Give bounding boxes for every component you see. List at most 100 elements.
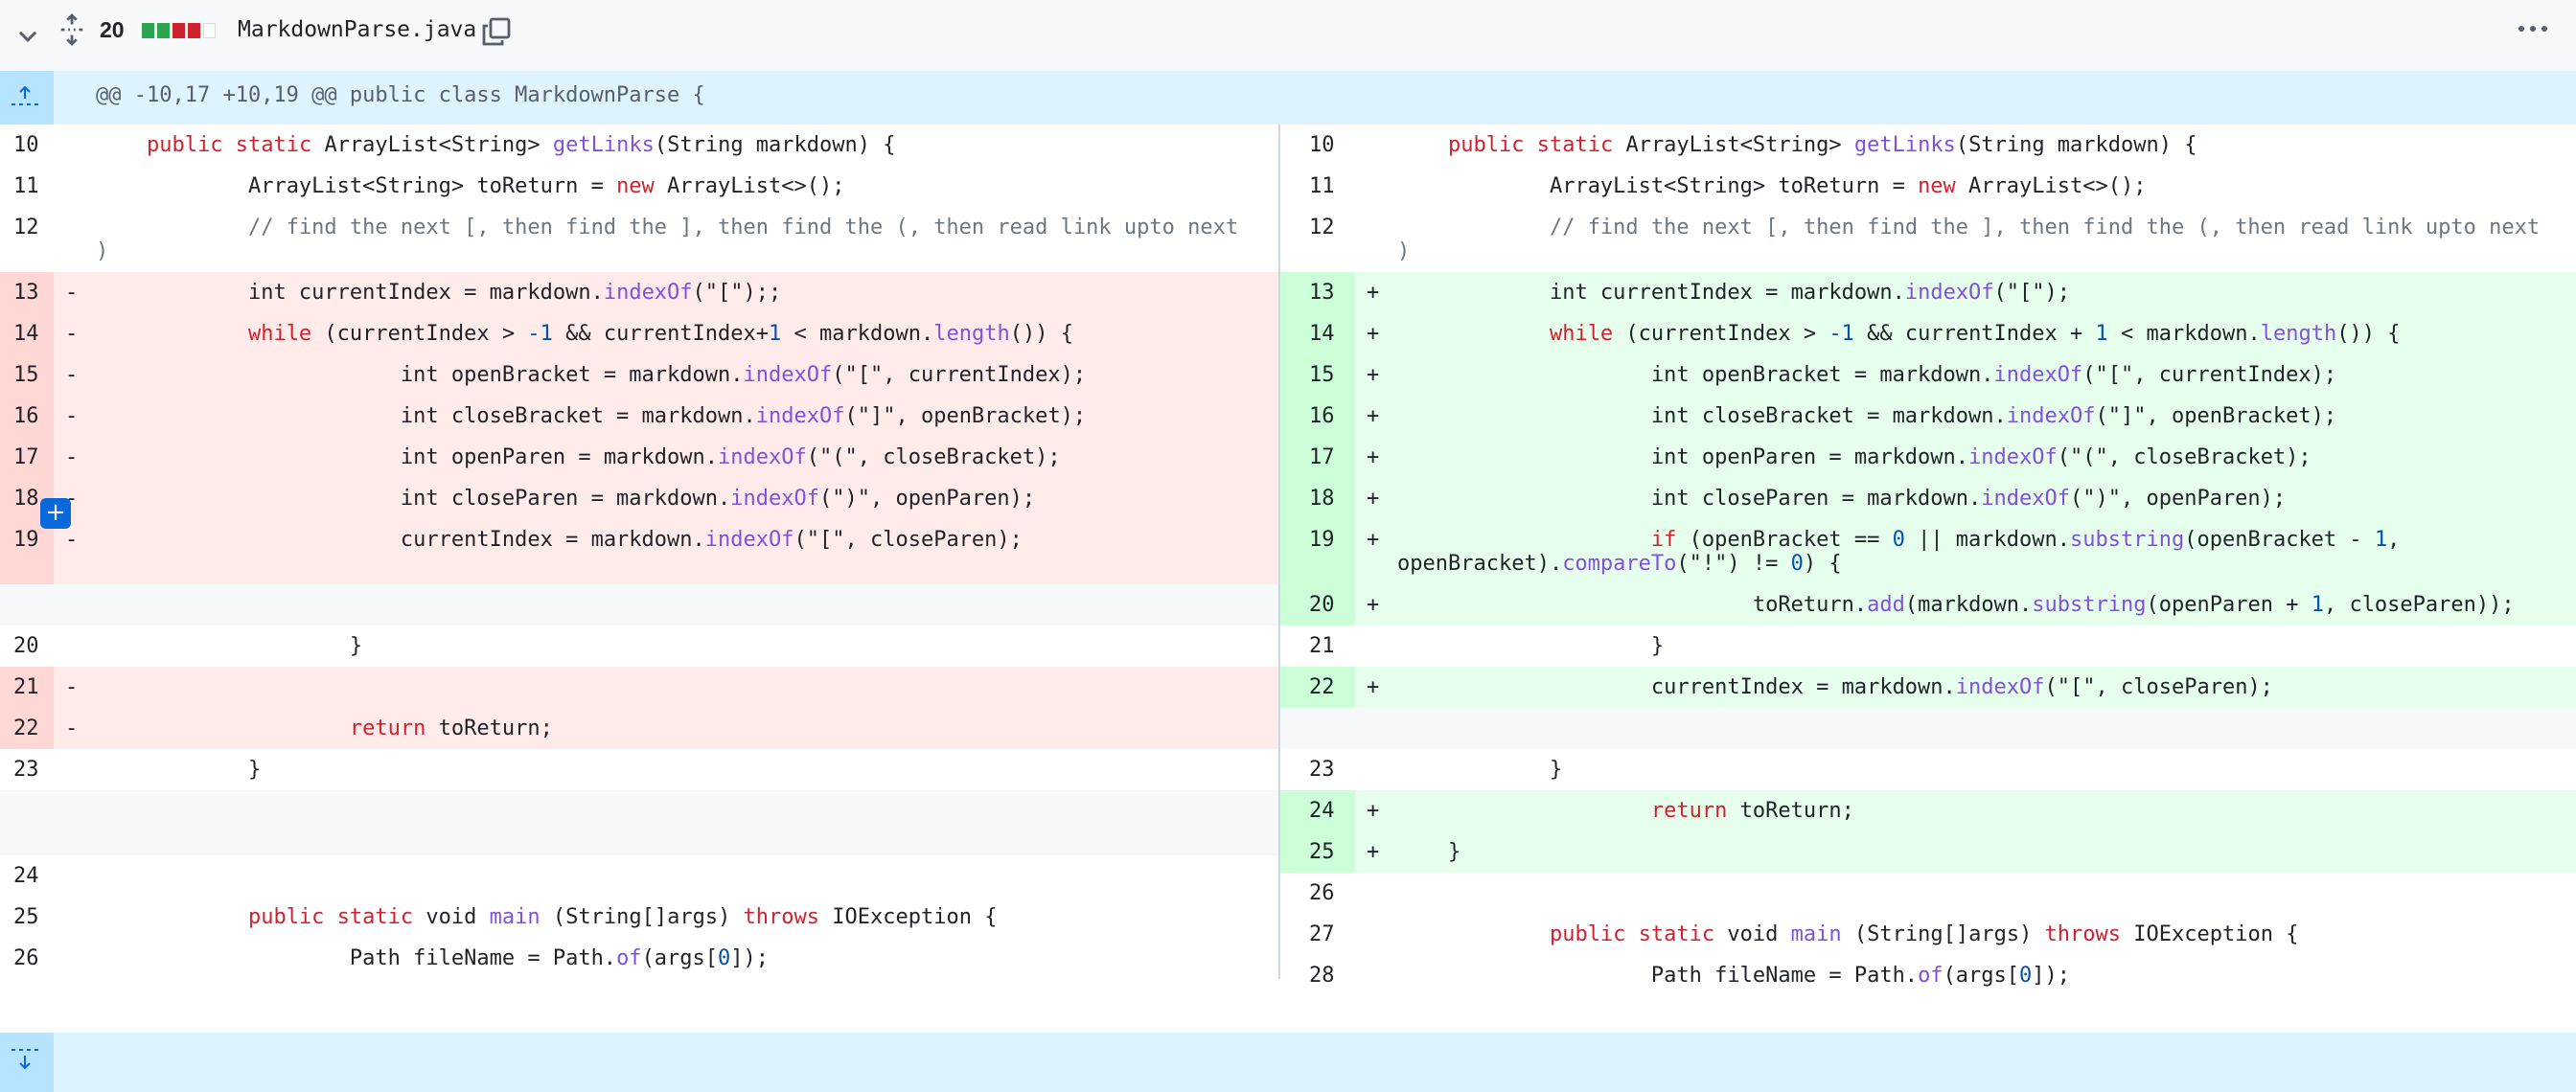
line-number[interactable]: 14 bbox=[0, 313, 54, 354]
code-line bbox=[0, 855, 1278, 897]
line-number[interactable]: 12 bbox=[1309, 216, 1335, 239]
diffstat bbox=[142, 23, 216, 38]
diff-row: 21 } bbox=[1280, 626, 2576, 667]
added-marker: + bbox=[1367, 840, 1380, 864]
diff-row: 28 Path fileName = Path.of(args[0]); bbox=[1280, 955, 2576, 996]
line-number[interactable]: 15 bbox=[1280, 354, 1355, 396]
added-marker: + bbox=[1367, 675, 1380, 699]
diff-row: 11 ArrayList<String> toReturn = new Arra… bbox=[1280, 166, 2576, 207]
line-number[interactable]: 13 bbox=[0, 272, 54, 313]
code-line: public static ArrayList<String> getLinks… bbox=[1447, 133, 2197, 157]
file-header: 20 MarkdownParse.java bbox=[0, 0, 2576, 72]
line-number[interactable]: 17 bbox=[0, 437, 54, 478]
hunk-header: @@ -10,17 +10,19 @@ public class Markdow… bbox=[0, 71, 2576, 125]
diff-row: 16- int closeBracket = markdown.indexOf(… bbox=[0, 396, 1278, 437]
added-marker: + bbox=[1367, 322, 1380, 346]
line-number[interactable]: 19 bbox=[0, 519, 54, 584]
line-number[interactable]: 11 bbox=[1309, 174, 1335, 198]
code-line: } bbox=[96, 758, 262, 782]
code-line: public static ArrayList<String> getLinks… bbox=[146, 133, 896, 157]
line-number[interactable] bbox=[1280, 708, 1355, 749]
line-number[interactable]: 22 bbox=[0, 708, 54, 749]
diff-row: 24 bbox=[0, 855, 1278, 897]
changes-count: 20 bbox=[100, 17, 125, 42]
line-number[interactable] bbox=[0, 790, 54, 855]
code-line: Path fileName = Path.of(args[0]); bbox=[1397, 964, 2071, 988]
line-number[interactable]: 26 bbox=[13, 946, 39, 970]
diff-row: 19 + if (openBracket == 0 || markdown.sub… bbox=[1280, 519, 2576, 584]
line-number[interactable]: 25 bbox=[1280, 831, 1355, 873]
file-name[interactable]: MarkdownParse.java bbox=[238, 17, 477, 42]
diff-row: 18- int closeParen = markdown.indexOf(")… bbox=[0, 478, 1278, 519]
removed-marker: - bbox=[65, 363, 79, 387]
added-marker: + bbox=[1367, 363, 1380, 387]
code-line: // find the next [, then find the ], the… bbox=[96, 216, 1239, 263]
line-number[interactable]: 20 bbox=[13, 634, 39, 658]
line-number[interactable]: 28 bbox=[1309, 964, 1335, 988]
diff-row: 12 // find the next [, then find the ], … bbox=[0, 207, 1278, 272]
expand-down-icon bbox=[12, 1049, 38, 1070]
line-number[interactable]: 23 bbox=[13, 758, 39, 782]
copy-icon[interactable] bbox=[481, 15, 512, 48]
code-line: while (currentIndex > -1 && currentIndex… bbox=[247, 322, 1073, 346]
hunk-header-text: @@ -10,17 +10,19 @@ public class Markdow… bbox=[96, 83, 705, 107]
line-number[interactable]: 24 bbox=[1280, 790, 1355, 831]
code-line: int currentIndex = markdown.indexOf("[")… bbox=[96, 281, 782, 305]
line-number[interactable]: 13 bbox=[1280, 272, 1355, 313]
chevron-down-icon[interactable] bbox=[15, 23, 40, 48]
diff-row: 10 public static ArrayList<String> getLi… bbox=[1280, 125, 2576, 166]
line-number[interactable] bbox=[0, 584, 54, 626]
diff-row: 13- int currentIndex = markdown.indexOf(… bbox=[0, 272, 1278, 313]
line-number[interactable]: 19 bbox=[1280, 519, 1355, 584]
expand-all-icon[interactable] bbox=[58, 13, 86, 46]
right-pane: 10 public static ArrayList<String> getLi… bbox=[1280, 125, 2576, 996]
line-number[interactable]: 25 bbox=[13, 905, 39, 929]
line-number[interactable]: 24 bbox=[13, 864, 39, 888]
code-line: if (openBracket == 0 || markdown.substri… bbox=[1397, 528, 2401, 576]
line-number[interactable]: 26 bbox=[1309, 881, 1335, 905]
code-line: } bbox=[96, 634, 363, 658]
line-number[interactable]: 14 bbox=[1280, 313, 1355, 354]
add-comment-button[interactable]: + bbox=[40, 498, 71, 529]
line-number[interactable]: 21 bbox=[0, 667, 54, 708]
removed-marker: - bbox=[65, 445, 79, 469]
diff-row: 10 public static ArrayList<String> getLi… bbox=[0, 125, 1278, 166]
line-number[interactable]: 21 bbox=[1309, 634, 1335, 658]
diff-row: 21- bbox=[0, 667, 1278, 708]
code-line: return toReturn; bbox=[349, 717, 553, 740]
diff-row: 22- return toReturn; bbox=[0, 708, 1278, 749]
expand-down-button[interactable] bbox=[0, 1033, 54, 1092]
diff-row: 23 } bbox=[0, 749, 1278, 790]
line-number[interactable]: 10 bbox=[1309, 133, 1335, 157]
diffstat-block bbox=[188, 23, 200, 38]
diff-row: 26 bbox=[1280, 873, 2576, 914]
removed-marker: - bbox=[65, 528, 79, 552]
line-number[interactable]: 10 bbox=[13, 133, 39, 157]
added-marker: + bbox=[1367, 799, 1380, 823]
line-number[interactable]: 11 bbox=[13, 174, 39, 198]
kebab-menu-icon[interactable] bbox=[2517, 19, 2549, 38]
code-line: Path fileName = Path.of(args[0]); bbox=[96, 946, 770, 970]
diff-row: 16+ int closeBracket = markdown.indexOf(… bbox=[1280, 396, 2576, 437]
line-number[interactable]: 17 bbox=[1280, 437, 1355, 478]
diff-row bbox=[1280, 708, 2576, 749]
diff-row: 11 ArrayList<String> toReturn = new Arra… bbox=[0, 166, 1278, 207]
added-marker: + bbox=[1367, 528, 1380, 552]
line-number[interactable]: 20 bbox=[1280, 584, 1355, 626]
removed-marker: - bbox=[65, 281, 79, 305]
diff-row: 20 } bbox=[0, 626, 1278, 667]
line-number[interactable]: 12 bbox=[13, 216, 39, 239]
line-number[interactable]: 27 bbox=[1309, 922, 1335, 946]
line-number[interactable]: 18 bbox=[1280, 478, 1355, 519]
code-line: } bbox=[1397, 758, 1563, 782]
code-line: int closeParen = markdown.indexOf(")", o… bbox=[96, 487, 1036, 511]
line-number[interactable]: 16 bbox=[0, 396, 54, 437]
expand-up-button[interactable] bbox=[0, 71, 54, 125]
line-number[interactable]: 22 bbox=[1280, 667, 1355, 708]
diff-row: 25+ } bbox=[1280, 831, 2576, 873]
line-number[interactable]: 16 bbox=[1280, 396, 1355, 437]
line-number[interactable]: 15 bbox=[0, 354, 54, 396]
removed-marker: - bbox=[65, 717, 79, 740]
code-line: ArrayList<String> toReturn = new ArrayLi… bbox=[1397, 174, 2147, 198]
line-number[interactable]: 23 bbox=[1309, 758, 1335, 782]
